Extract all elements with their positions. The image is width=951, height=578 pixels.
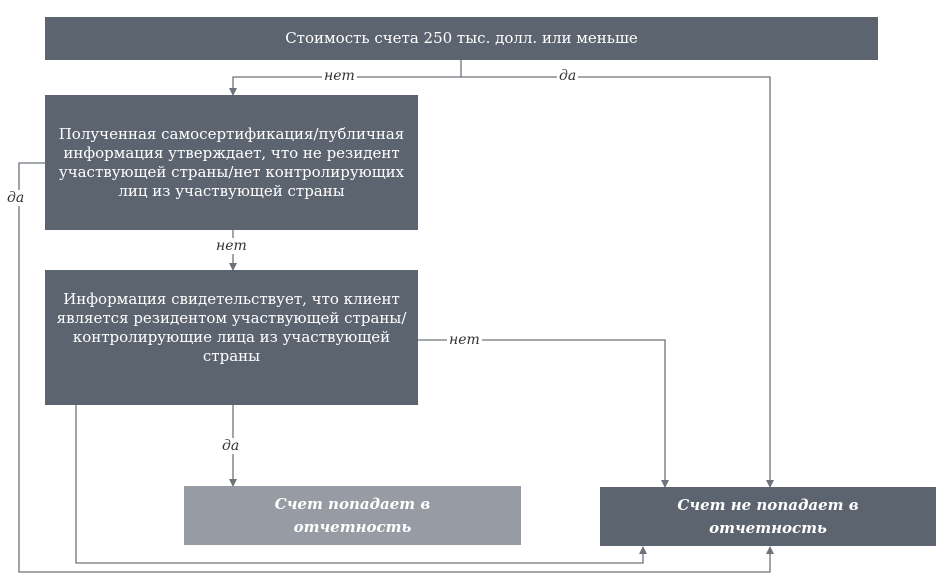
node-account-value-text: Стоимость счета 250 тыс. долл. или меньш… xyxy=(285,29,638,47)
node-account-reported: Счет попадает в отчетность xyxy=(184,486,521,545)
edge-q2-no xyxy=(418,339,669,488)
edge-q1-yes xyxy=(18,162,774,573)
edge-top-yes xyxy=(461,76,774,488)
edge-q2-loop xyxy=(75,405,647,564)
node-resident-evidence-text: Информация свидетельствует, что клиент я… xyxy=(56,289,407,365)
edge-label-q1-no: нет xyxy=(214,238,249,254)
edge-label-top-no: нет xyxy=(322,68,357,84)
node-account-value: Стоимость счета 250 тыс. долл. или меньш… xyxy=(45,17,878,60)
node-account-not-reported-text: Счет не попадает в отчетность xyxy=(677,495,859,537)
edge-label-top-yes: да xyxy=(557,68,579,84)
node-self-certification-text: Полученная самосертификация/публичная ин… xyxy=(58,124,405,200)
node-self-certification: Полученная самосертификация/публичная ин… xyxy=(45,95,418,230)
node-resident-evidence: Информация свидетельствует, что клиент я… xyxy=(45,270,418,405)
node-account-reported-text: Счет попадает в отчетность xyxy=(274,494,431,536)
edge-label-q2-yes: да xyxy=(220,438,242,454)
node-account-not-reported: Счет не попадает в отчетность xyxy=(600,487,936,546)
edge-label-q1-yes: да xyxy=(5,190,27,206)
edge-label-q2-no: нет xyxy=(447,332,482,348)
